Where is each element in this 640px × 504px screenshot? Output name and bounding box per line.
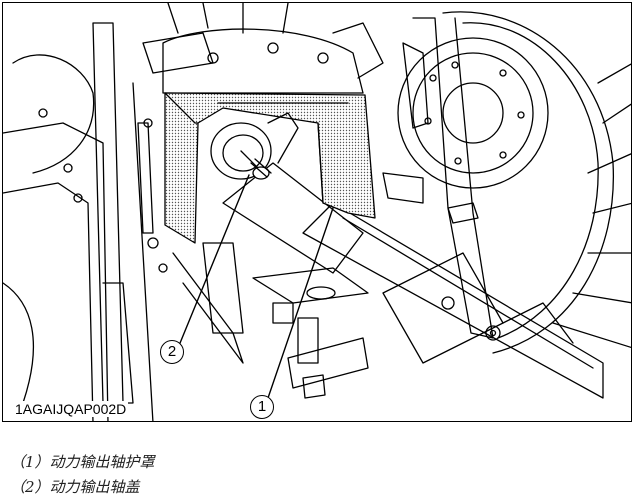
- lower-link-arm: [302, 202, 604, 399]
- transmission-housing: [162, 22, 384, 94]
- figure-code: 1AGAIJQAP002D: [13, 401, 129, 417]
- illustration-frame: 1AGAIJQAP002D: [2, 2, 632, 422]
- pto-shaft-guard: [164, 92, 376, 244]
- pto-shaft-cap: [210, 112, 299, 180]
- callout-leaders: [177, 174, 334, 399]
- left-frame: [3, 3, 289, 421]
- pto-illustration: [3, 3, 631, 421]
- legend-item-pto-guard: （1）动力输出轴护罩: [10, 453, 155, 471]
- legend: （1）动力输出轴护罩 （2）动力输出轴盖: [10, 450, 155, 500]
- callout-2: 2: [160, 340, 184, 364]
- legend-item-pto-cap: （2）动力输出轴盖: [10, 478, 140, 496]
- rear-tire: [442, 11, 631, 354]
- callout-1: 1: [250, 395, 274, 419]
- wheel-hub: [397, 37, 549, 189]
